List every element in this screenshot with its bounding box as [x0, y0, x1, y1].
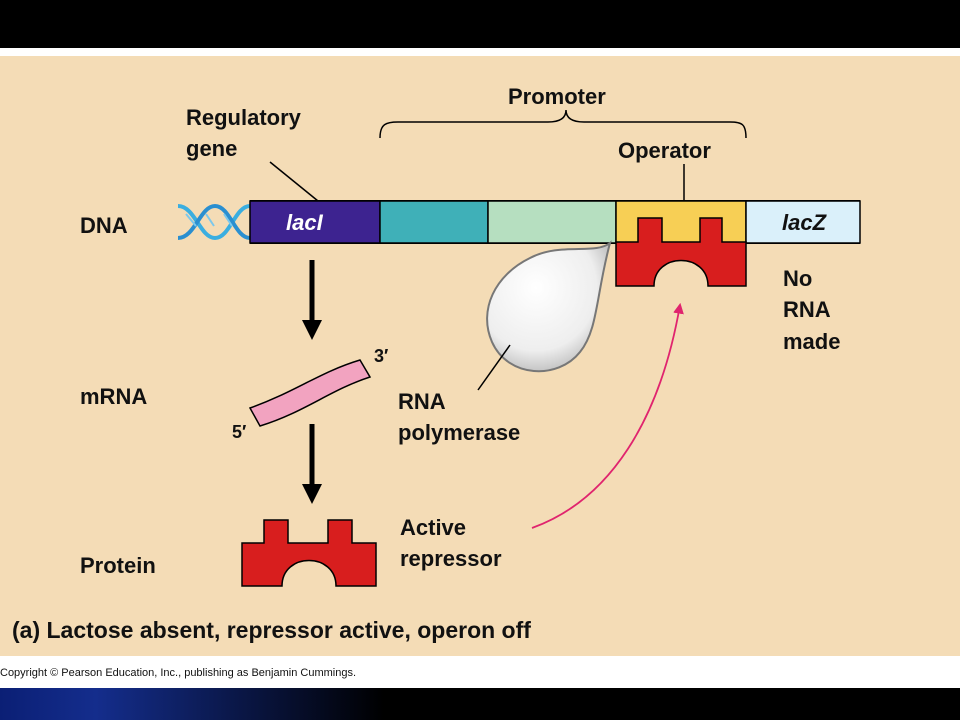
no-rna-label-line1: No: [783, 266, 812, 291]
rna-polymerase-shape: [486, 240, 612, 373]
copyright-text: Copyright © Pearson Education, Inc., pub…: [0, 667, 357, 679]
laci-label: lacI: [286, 210, 324, 235]
lacz-segment: [745, 200, 861, 244]
mrna-five-prime-label: 5′: [232, 422, 246, 442]
repressor-binding-arrow: [531, 302, 684, 529]
bound-repressor-shape: [615, 217, 747, 287]
bottom-gradient-bar: [0, 688, 960, 720]
rna-polymerase-label-line1: RNA: [398, 389, 446, 414]
promoter-segment-teal: [379, 200, 489, 244]
protein-label: Protein: [80, 553, 156, 578]
rna-polymerase-pointer: [477, 344, 511, 391]
free-repressor-shape: [241, 519, 377, 587]
promoter-label: Promoter: [508, 84, 606, 109]
top-black-bar: [0, 0, 960, 48]
no-rna-label-line2: RNA: [783, 297, 831, 322]
dna-helix-icon: [177, 203, 251, 241]
promoter-bracket: [379, 109, 747, 139]
lacz-label: lacZ: [782, 210, 828, 235]
figure-caption: (a) Lactose absent, repressor active, op…: [12, 617, 531, 643]
mrna-label: mRNA: [80, 384, 147, 409]
operator-segment: [615, 200, 747, 244]
no-rna-label-line3: made: [783, 329, 840, 354]
mrna-strand: [248, 359, 372, 427]
promoter-segment-mint: [487, 200, 617, 244]
operator-label: Operator: [618, 138, 711, 163]
diagram-panel: [0, 56, 960, 656]
regulatory-gene-pointer: [269, 161, 319, 202]
regulatory-gene-label-line2: gene: [186, 136, 237, 161]
rna-polymerase-label-line2: polymerase: [398, 420, 520, 445]
copyright-strip: [0, 656, 960, 688]
mrna-three-prime-label: 3′: [374, 346, 388, 366]
active-repressor-label-line2: repressor: [400, 546, 502, 571]
top-white-rule: [0, 48, 960, 56]
dna-label: DNA: [80, 213, 128, 238]
regulatory-gene-label-line1: Regulatory: [186, 105, 302, 130]
active-repressor-label-line1: Active: [400, 515, 466, 540]
laci-segment: [249, 200, 381, 244]
